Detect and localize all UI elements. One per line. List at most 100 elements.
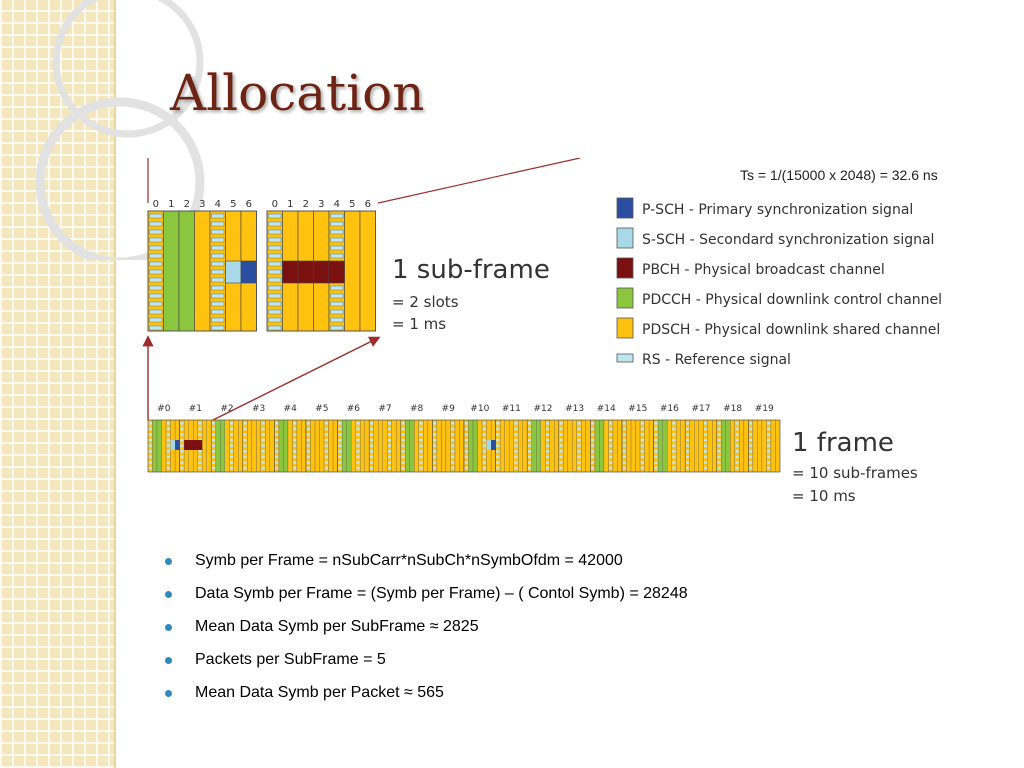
- rs-cell: [514, 466, 518, 470]
- rs-cell: [211, 261, 225, 267]
- bullet-text: Packets per SubFrame = 5: [195, 651, 386, 668]
- rs-cell: [527, 466, 532, 470]
- rs-cell: [330, 253, 344, 259]
- rs-cell: [330, 285, 344, 291]
- pdsch-column: [504, 419, 510, 473]
- rs-cell: [717, 461, 721, 464]
- slot-number-label: #17: [692, 404, 711, 414]
- rs-cell: [149, 293, 163, 299]
- rs-cell: [622, 455, 626, 459]
- rs-cell: [306, 438, 310, 442]
- rs-cell: [293, 450, 297, 453]
- rs-cell: [640, 450, 644, 453]
- rs-cell: [559, 433, 563, 436]
- rs-cell: [609, 438, 613, 442]
- rs-cell: [229, 444, 234, 447]
- rs-cell: [369, 444, 374, 447]
- rs-cell: [433, 466, 437, 470]
- rs-cell: [717, 422, 721, 425]
- rs-cell: [527, 422, 532, 425]
- rs-cell: [591, 422, 595, 425]
- frame-subframes: = 10 sub-frames: [792, 464, 918, 482]
- slot-number-label: #8: [410, 404, 424, 414]
- pdsch-column: [549, 419, 555, 473]
- rs-cell: [211, 229, 225, 235]
- rs-cell: [387, 466, 392, 470]
- frame-title: 1 frame: [792, 428, 894, 458]
- pdcch-column: [156, 419, 162, 473]
- rs-cell: [211, 221, 225, 227]
- decorative-circles: [35, 0, 205, 260]
- rs-cell: [338, 422, 342, 425]
- symbol-index-label: 6: [365, 199, 371, 210]
- rs-cell: [324, 433, 328, 436]
- rs-cell: [685, 427, 690, 431]
- rs-cell: [496, 444, 500, 447]
- pdcch-column: [725, 419, 731, 473]
- rs-cell: [527, 427, 532, 431]
- rs-cell: [717, 427, 721, 431]
- bullet-item: Mean Data Symb per SubFrame ≈ 2825: [163, 616, 688, 649]
- rs-cell: [268, 325, 282, 331]
- ssch-block: [486, 440, 492, 450]
- frame-strip: #0#1#2#3#4#5#6#7#8#9#10#11#12#13#14#15#1…: [147, 404, 781, 473]
- symbol-index-label: 1: [168, 199, 174, 210]
- rs-cell: [338, 427, 342, 431]
- rs-cell: [356, 455, 360, 459]
- rs-cell: [749, 427, 753, 431]
- pdsch-column: [739, 419, 745, 473]
- rs-cell: [433, 450, 437, 453]
- rs-cell: [735, 433, 739, 436]
- pdsch-column: [224, 419, 230, 473]
- rs-cell: [180, 461, 184, 464]
- rs-cell: [672, 422, 676, 425]
- pdsch-column: [382, 419, 388, 473]
- pdsch-column: [251, 419, 257, 473]
- pdsch-column: [680, 419, 686, 473]
- rs-cell: [545, 422, 550, 425]
- slot-number-label: #6: [347, 404, 361, 414]
- pdsch-column: [378, 419, 383, 473]
- rs-cell: [261, 461, 265, 464]
- rs-cell: [306, 455, 310, 459]
- rs-cell: [306, 427, 310, 431]
- pdsch-column: [617, 419, 623, 473]
- rs-cell: [261, 455, 265, 459]
- rs-cell: [356, 438, 360, 442]
- pdcch-column: [594, 419, 600, 473]
- symbol-index-label: 2: [184, 199, 190, 210]
- pdsch-column: [391, 419, 397, 473]
- rs-cell: [198, 433, 202, 436]
- rs-cell: [514, 455, 518, 459]
- pdcch-column: [405, 419, 410, 473]
- rs-cell: [387, 461, 392, 464]
- pdsch-column: [648, 419, 654, 473]
- rs-cell: [527, 450, 532, 453]
- rs-cell: [149, 261, 163, 267]
- legend-swatch: [616, 353, 634, 363]
- slot-number-label: #12: [534, 404, 553, 414]
- slot-number-label: #0: [157, 404, 171, 414]
- symbol-index-label: 3: [318, 199, 324, 210]
- rs-cell: [482, 438, 486, 442]
- rs-cell: [149, 221, 163, 227]
- rs-cell: [451, 427, 455, 431]
- rs-cell: [148, 466, 152, 470]
- rs-cell: [148, 444, 152, 447]
- rs-cell: [211, 455, 216, 459]
- rs-cell: [338, 455, 342, 459]
- rs-cell: [243, 450, 247, 453]
- pdsch-column: [563, 419, 568, 473]
- rs-cell: [268, 229, 282, 235]
- rs-cell: [703, 422, 708, 425]
- rs-cell: [149, 317, 163, 323]
- rs-cell: [717, 433, 721, 436]
- bullet-text: Data Symb per Frame = (Symb per Frame) –…: [195, 585, 688, 602]
- rs-cell: [293, 427, 297, 431]
- rs-cell: [198, 455, 202, 459]
- pdsch-column: [499, 419, 505, 473]
- rs-cell: [268, 261, 282, 267]
- rs-cell: [545, 450, 550, 453]
- rs-cell: [338, 466, 342, 470]
